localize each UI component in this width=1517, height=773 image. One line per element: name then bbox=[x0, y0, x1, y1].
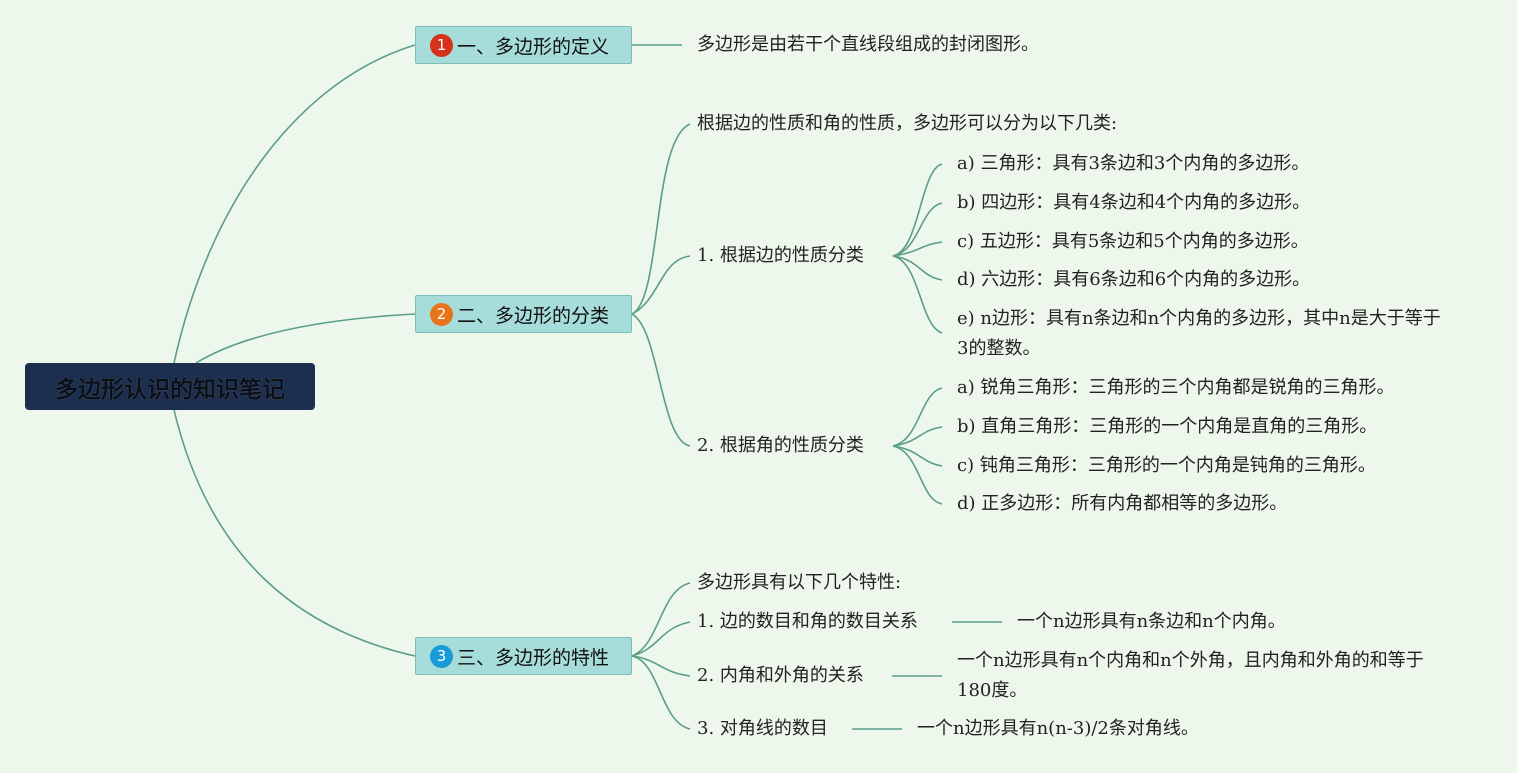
link-topic3-p3 bbox=[631, 655, 691, 730]
link-byside-e bbox=[892, 255, 943, 334]
link-topic2-byside bbox=[631, 255, 691, 315]
topic-properties[interactable]: 3 三、多边形的特性 bbox=[415, 637, 632, 675]
link-topic3-p1 bbox=[631, 621, 691, 657]
link-topic3-intro bbox=[631, 582, 691, 657]
angle-item-regular[interactable]: d) 正多边形：所有内角都相等的多边形。 bbox=[957, 493, 1288, 514]
angle-item-acute[interactable]: a) 锐角三角形：三角形的三个内角都是锐角的三角形。 bbox=[957, 377, 1395, 398]
side-item-pentagon[interactable]: c) 五边形：具有5条边和5个内角的多边形。 bbox=[957, 231, 1309, 252]
link-topic3-p2 bbox=[631, 655, 691, 677]
classify-by-angle[interactable]: 2. 根据角的性质分类 bbox=[697, 435, 864, 456]
link-byangle-b bbox=[892, 426, 943, 447]
properties-intro[interactable]: 多边形具有以下几个特性: bbox=[697, 572, 902, 593]
link-topic2-byangle bbox=[631, 313, 691, 447]
angle-item-right[interactable]: b) 直角三角形：三角形的一个内角是直角的三角形。 bbox=[957, 416, 1378, 437]
side-item-quadrilateral[interactable]: b) 四边形：具有4条边和4个内角的多边形。 bbox=[957, 192, 1311, 213]
definition-text[interactable]: 多边形是由若干个直线段组成的封闭图形。 bbox=[697, 34, 1039, 55]
badge-1-icon: 1 bbox=[430, 33, 453, 57]
link-root-topic2 bbox=[195, 313, 416, 364]
link-byside-d bbox=[892, 255, 943, 281]
property-sides-angles[interactable]: 1. 边的数目和角的数目关系 bbox=[697, 611, 918, 632]
topic-definition[interactable]: 1 一、多边形的定义 bbox=[415, 26, 632, 64]
badge-2-icon: 2 bbox=[430, 302, 453, 326]
link-root-topic3 bbox=[173, 409, 416, 657]
property-diagonals-detail[interactable]: 一个n边形具有n(n-3)/2条对角线。 bbox=[917, 718, 1199, 739]
root-topic[interactable]: 多边形认识的知识笔记 bbox=[25, 363, 315, 410]
root-title: 多边形认识的知识笔记 bbox=[55, 376, 285, 403]
link-byangle-c bbox=[892, 445, 943, 467]
link-root-topic1 bbox=[173, 44, 416, 364]
side-item-triangle[interactable]: a) 三角形：具有3条边和3个内角的多边形。 bbox=[957, 153, 1310, 174]
link-byside-c bbox=[892, 241, 943, 257]
link-byangle-d bbox=[892, 445, 943, 505]
property-interior-exterior-detail[interactable]: 一个n边形具有n个内角和n个外角，且内角和外角的和等于180度。 bbox=[957, 650, 1424, 701]
topic-properties-label: 三、多边形的特性 bbox=[457, 646, 610, 669]
badge-3-icon: 3 bbox=[430, 644, 453, 668]
link-topic2-intro bbox=[631, 123, 691, 315]
topic-classification-label: 二、多边形的分类 bbox=[457, 304, 610, 327]
angle-item-obtuse[interactable]: c) 钝角三角形：三角形的一个内角是钝角的三角形。 bbox=[957, 455, 1376, 476]
link-byangle-a bbox=[892, 387, 943, 447]
property-sides-angles-detail[interactable]: 一个n边形具有n条边和n个内角。 bbox=[1017, 611, 1286, 632]
property-interior-exterior[interactable]: 2. 内角和外角的关系 bbox=[697, 665, 864, 686]
property-diagonals[interactable]: 3. 对角线的数目 bbox=[697, 718, 828, 739]
side-item-hexagon[interactable]: d) 六边形：具有6条边和6个内角的多边形。 bbox=[957, 269, 1311, 290]
link-byside-b bbox=[892, 202, 943, 257]
topic-definition-label: 一、多边形的定义 bbox=[457, 35, 610, 58]
link-byside-a bbox=[892, 163, 943, 257]
classification-intro[interactable]: 根据边的性质和角的性质，多边形可以分为以下几类: bbox=[697, 113, 1118, 134]
side-item-n-gon[interactable]: e) n边形：具有n条边和n个内角的多边形，其中n是大于等于3的整数。 bbox=[957, 308, 1441, 359]
classify-by-side[interactable]: 1. 根据边的性质分类 bbox=[697, 245, 864, 266]
topic-classification[interactable]: 2 二、多边形的分类 bbox=[415, 295, 632, 333]
